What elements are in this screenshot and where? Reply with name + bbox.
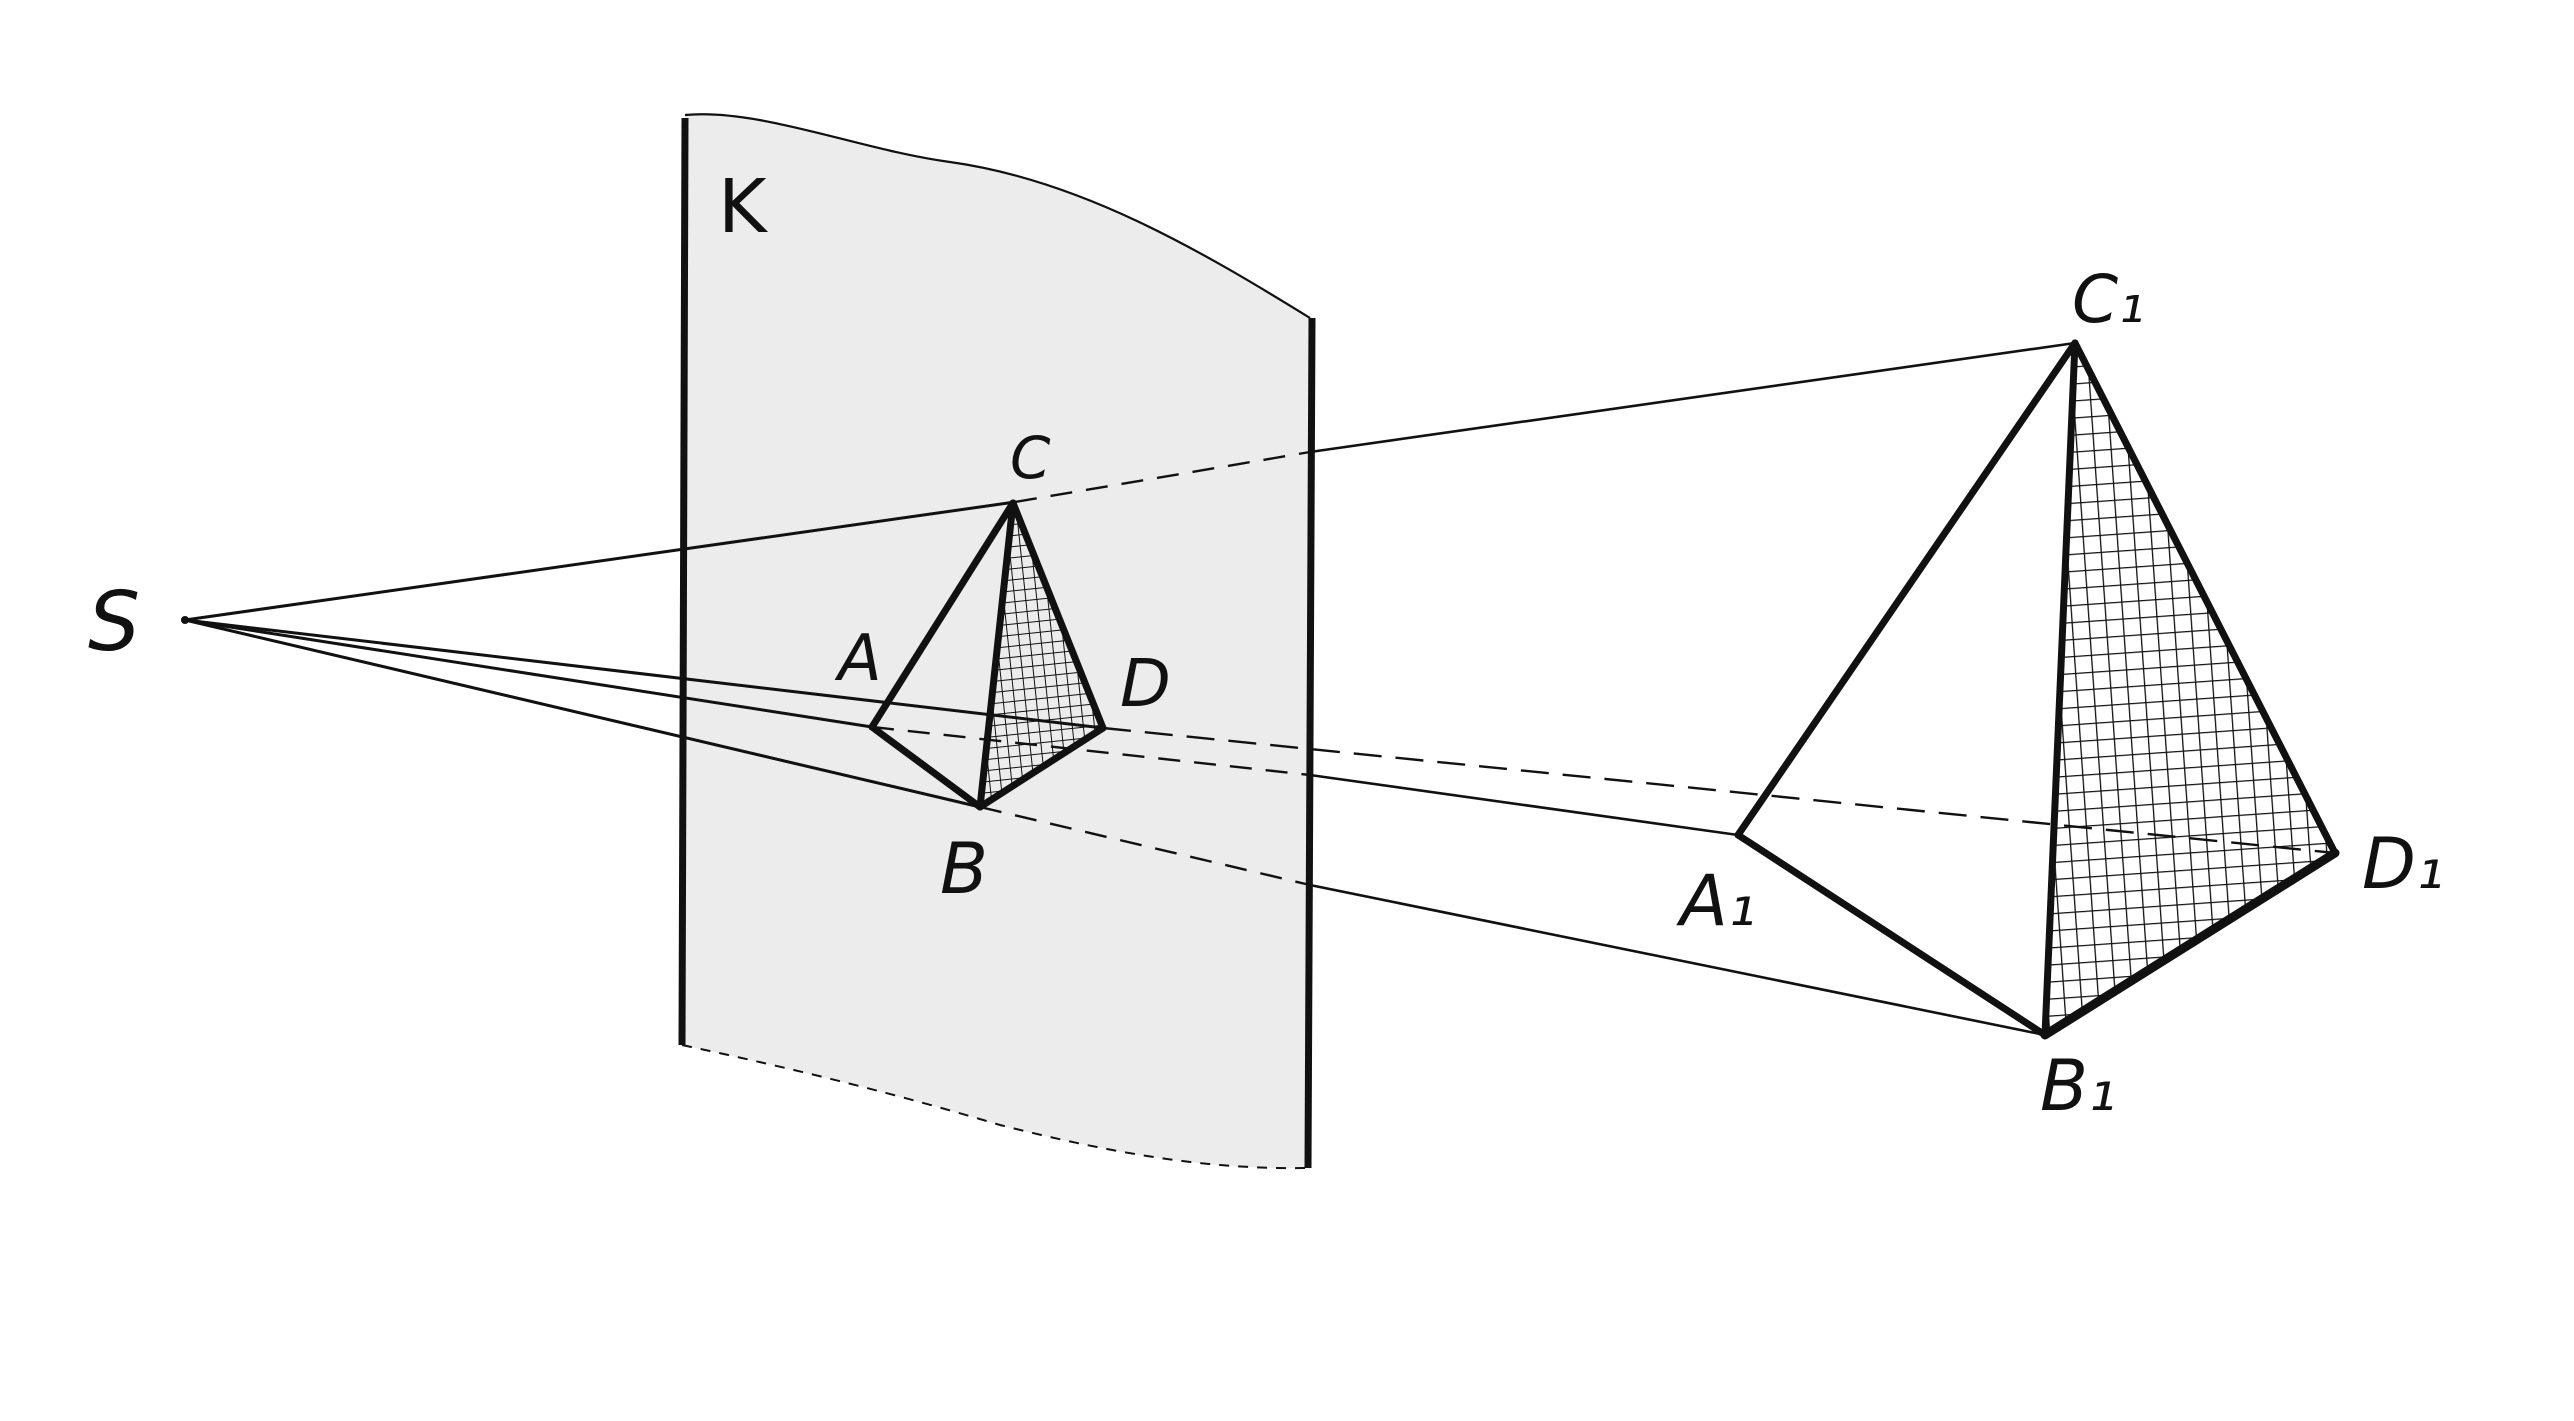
plane-left-edge: [678, 117, 689, 1046]
edge-a-b: [868, 723, 984, 811]
pyramid-abcd: [868, 499, 1107, 811]
plane-top-edge: [684, 113, 1311, 319]
face-bcd-hatched: [980, 503, 1103, 807]
edge-c1-d1: [2071, 339, 2339, 857]
ray-b-b1-dashed: [979, 805, 1311, 887]
edge-b-d: [976, 724, 1107, 811]
label-plane-k: K: [718, 164, 769, 250]
label-center-s: S: [88, 575, 140, 670]
ray-s-a: [184, 618, 873, 729]
edge-b1-d1: [2040, 848, 2340, 1040]
pyramid-a1b1c1d1: [1734, 339, 2340, 1040]
ray-s-b: [184, 618, 981, 809]
label-b: B: [940, 828, 988, 910]
edge-a1-b1: [1734, 831, 2049, 1039]
edge-c-d: [1009, 499, 1107, 732]
edge-a-c: [868, 499, 1017, 731]
label-c1: C₁: [2072, 261, 2145, 338]
face-b1c1d1-hatched: [2045, 343, 2335, 1035]
label-b1: B₁: [2040, 1045, 2116, 1127]
ray-s-d: [184, 618, 1104, 730]
edge-a1-c1: [1734, 339, 2079, 839]
ray-a-a1: [1309, 773, 1739, 837]
label-d: D: [1120, 645, 1171, 722]
edge-b-c: [976, 499, 1017, 811]
ray-s-c: [184, 500, 1016, 622]
plane-bottom-edge: [681, 1044, 1309, 1170]
label-d1: D₁: [2362, 823, 2444, 905]
center-point-s: [181, 616, 189, 624]
label-a1: A₁: [1676, 860, 1756, 942]
label-c: C: [1010, 424, 1051, 492]
ray-c-c1: [1309, 341, 2076, 454]
label-a: A: [834, 622, 882, 696]
ray-a-a1-dashed: [871, 725, 1311, 777]
plane-right-edge: [1304, 317, 1316, 1169]
ray-c-c1-dashed: [1014, 450, 1311, 504]
edge-b1-c1: [2041, 339, 2079, 1039]
ray-b-b1: [1309, 883, 2046, 1037]
